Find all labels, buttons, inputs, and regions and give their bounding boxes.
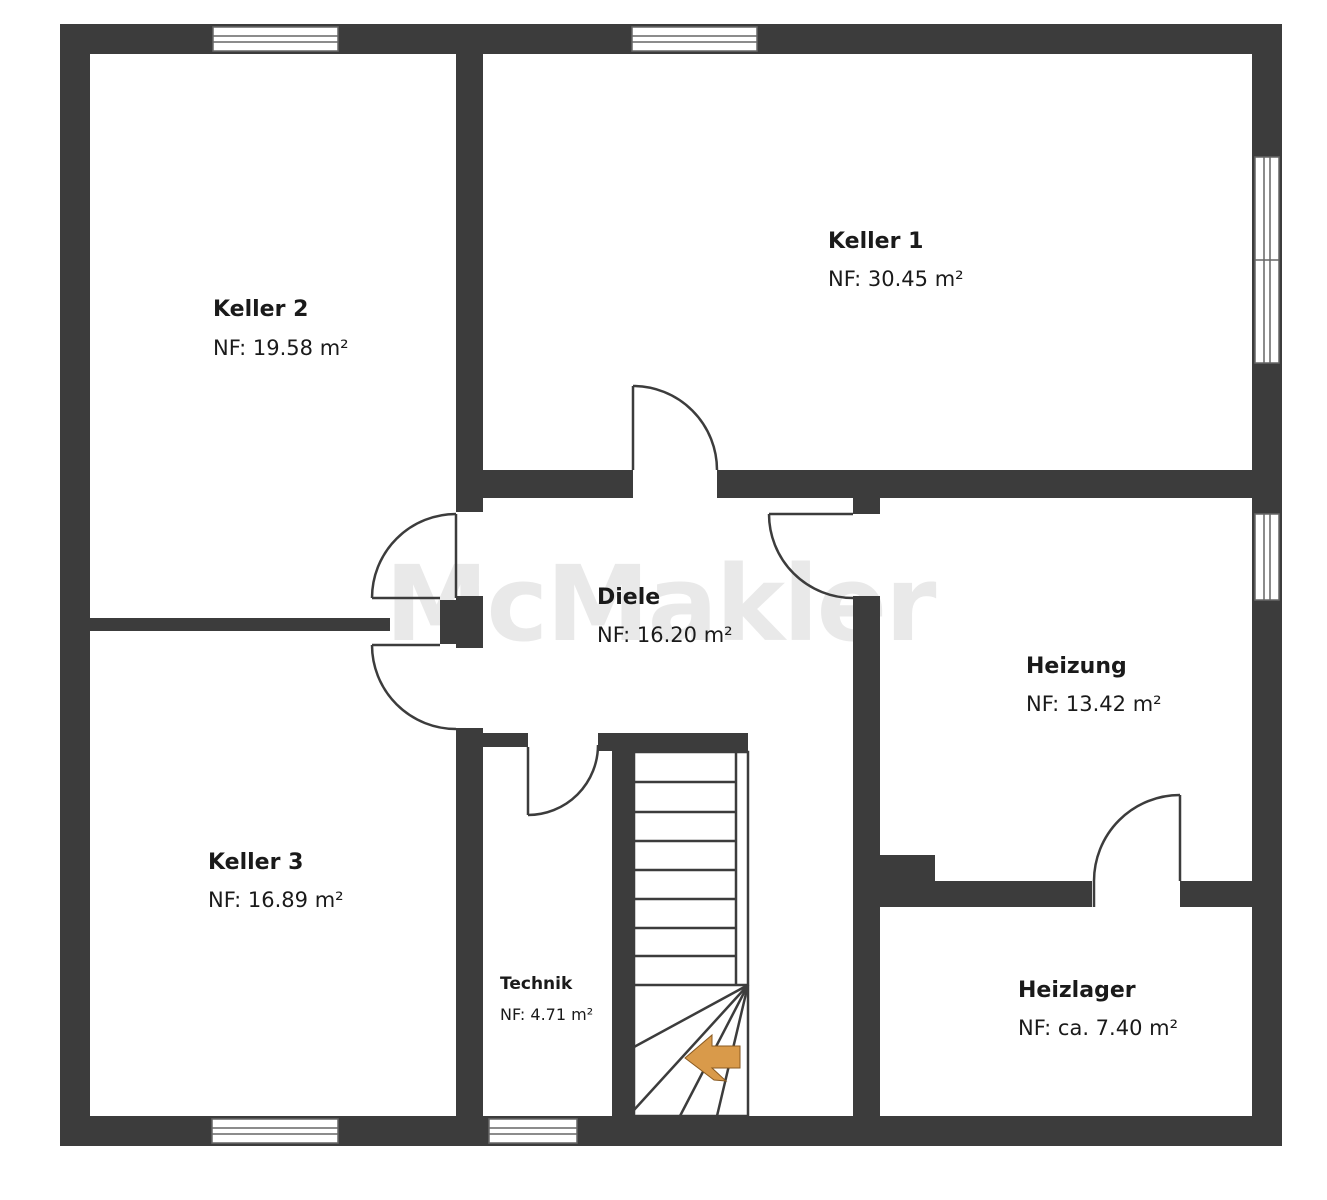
wall-heizung-heizlager-block bbox=[880, 855, 935, 895]
room-area-keller2: NF: 19.58 m² bbox=[213, 336, 349, 360]
window-keller1-right bbox=[1254, 156, 1280, 364]
window-keller1-top bbox=[631, 26, 758, 52]
stair-outline bbox=[632, 750, 750, 1118]
room-name-keller1: Keller 1 bbox=[828, 229, 923, 254]
door-keller3 bbox=[370, 643, 457, 731]
wall-keller2-keller3 bbox=[90, 618, 390, 631]
room-name-heizlager: Heizlager bbox=[1018, 978, 1136, 1003]
door-keller2 bbox=[370, 512, 458, 600]
doors bbox=[370, 384, 1182, 907]
wall-keller-stub-left bbox=[440, 600, 456, 644]
wall-keller1-bottom-left bbox=[483, 470, 633, 498]
window-keller2-top bbox=[212, 26, 339, 52]
window-technik-bottom bbox=[488, 1118, 578, 1144]
room-name-heizung: Heizung bbox=[1026, 654, 1127, 679]
staircase bbox=[632, 750, 750, 1118]
wall-technik-top-right bbox=[598, 733, 748, 751]
window-keller3-bottom bbox=[211, 1118, 339, 1144]
wall-keller3-technik bbox=[456, 728, 483, 1116]
room-name-diele: Diele bbox=[597, 585, 660, 610]
window-heizung-right bbox=[1254, 513, 1280, 601]
room-name-technik: Technik bbox=[500, 974, 573, 994]
wall-keller1-bottom-right bbox=[717, 470, 1252, 498]
wall-heizung-heizlager-right bbox=[1180, 881, 1252, 907]
room-area-heizlager: NF: ca. 7.40 m² bbox=[1018, 1016, 1178, 1040]
wall-diele-heizung bbox=[853, 596, 880, 1116]
room-area-diele: NF: 16.20 m² bbox=[597, 623, 733, 647]
stair-direction-arrow-icon bbox=[684, 1033, 741, 1082]
door-technik bbox=[526, 744, 600, 817]
outer-wall-left bbox=[60, 24, 90, 1146]
room-name-keller3: Keller 3 bbox=[208, 850, 303, 875]
room-area-keller3: NF: 16.89 m² bbox=[208, 888, 344, 912]
wall-keller2-keller1 bbox=[456, 54, 483, 512]
room-area-keller1: NF: 30.45 m² bbox=[828, 267, 964, 291]
door-heizung bbox=[767, 512, 854, 600]
door-heizlager bbox=[1092, 793, 1182, 907]
door-keller1 bbox=[631, 384, 719, 471]
wall-technik-stairs bbox=[612, 745, 634, 1116]
room-area-heizung: NF: 13.42 m² bbox=[1026, 692, 1162, 716]
wall-heizung-top-stub bbox=[853, 498, 880, 514]
windows bbox=[211, 26, 1280, 1144]
wall-technik-top-left bbox=[483, 733, 528, 747]
room-area-technik: NF: 4.71 m² bbox=[500, 1005, 593, 1024]
room-name-keller2: Keller 2 bbox=[213, 297, 308, 322]
wall-keller-stub bbox=[456, 596, 483, 648]
